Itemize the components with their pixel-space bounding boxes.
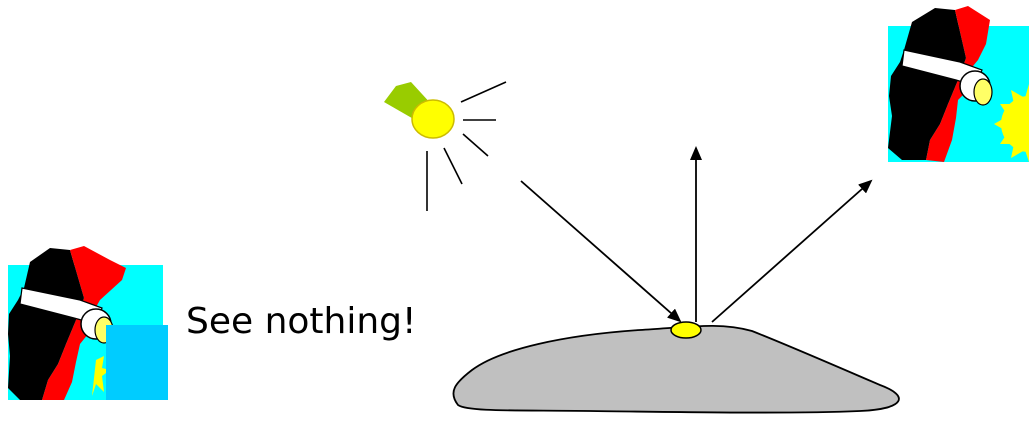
- viewer-blocked: [8, 246, 168, 400]
- caption-see-nothing: See nothing!: [186, 300, 416, 343]
- flashlight-bulb: [412, 100, 454, 138]
- bright-spot: [671, 322, 701, 338]
- flashlight-icon: [384, 82, 506, 211]
- light-ray: [463, 134, 488, 156]
- light-ray: [444, 148, 462, 184]
- surface-mound: [453, 326, 899, 413]
- incident-arrow: [521, 181, 680, 321]
- viewer-lit: [888, 6, 1029, 162]
- viewer-blocker: [106, 325, 168, 400]
- reflected-arrow: [712, 181, 871, 322]
- light-ray: [461, 82, 506, 102]
